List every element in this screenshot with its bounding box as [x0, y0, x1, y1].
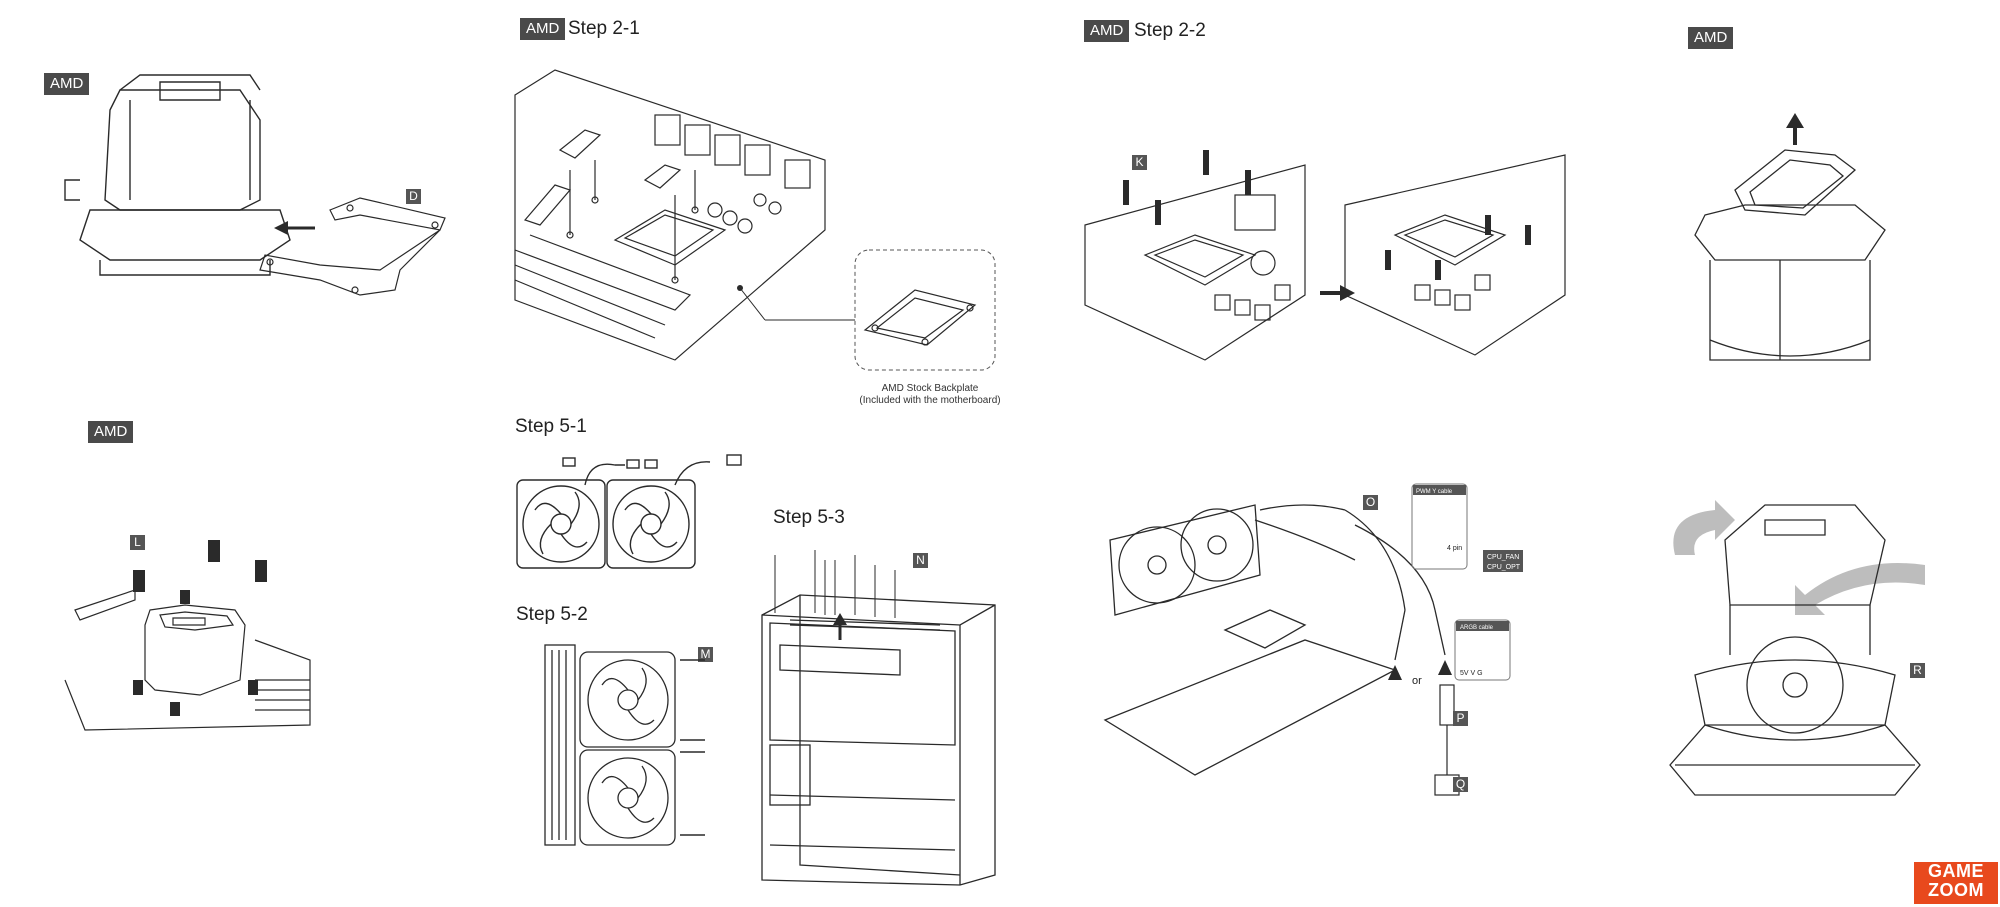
argb-cable-label: ARGB cable: [1460, 625, 1494, 631]
caption-line-2: (Included with the motherboard): [859, 395, 1001, 406]
step-2-2-standoff-illustration: [1084, 150, 1566, 361]
backplate-caption: AMD Stock Backplate (Included with the m…: [845, 383, 1015, 407]
part-letter-p: P: [1453, 711, 1468, 726]
gamezoom-logo: GAME ZOOM: [1914, 862, 1998, 904]
pump-removal-illustration: [1694, 113, 1886, 361]
amd-badge-5: AMD: [88, 421, 134, 443]
pins-label: 5V V G: [1460, 670, 1483, 677]
amd-badge-1: AMD: [44, 73, 90, 95]
step-5-3-case-illustration: [761, 550, 996, 886]
part-letter-r: R: [1910, 663, 1925, 678]
step-5-1-title: Step 5-1: [515, 416, 587, 437]
step-5-2-title: Step 5-2: [516, 604, 588, 625]
part-letter-d: D: [406, 189, 421, 204]
part-letter-k: K: [1132, 155, 1147, 170]
logo-line-1: GAME: [1928, 861, 1984, 881]
amd-badge-3: AMD: [1084, 20, 1130, 42]
part-letter-m: M: [698, 647, 713, 662]
step-2-2-title: Step 2-2: [1134, 20, 1206, 41]
pwm-cable-label: PWM Y cable: [1416, 489, 1453, 495]
cpu-opt-label: CPU_OPT: [1487, 564, 1521, 571]
amd-badge-4: AMD: [1688, 27, 1734, 49]
pump-mount-screw-illustration: [64, 540, 311, 731]
amd-badge-2: AMD: [520, 18, 566, 40]
step-2-1-title: Step 2-1: [568, 18, 640, 39]
or-label: or: [1412, 675, 1422, 687]
pump-bracket-illustration: [64, 74, 446, 296]
cable-connection-illustration: or PWM Y cable 4 pin CPU_FAN CPU_OPT ARG…: [1103, 483, 1523, 796]
step-5-2-radiator-illustration: [544, 644, 705, 846]
step-2-1-motherboard-illustration: [514, 69, 996, 371]
step-5-3-title: Step 5-3: [773, 507, 845, 528]
step-5-1-fans-illustration: [516, 454, 742, 569]
part-letter-n: N: [913, 553, 928, 568]
part-letter-o: O: [1363, 495, 1378, 510]
part-letter-l: L: [130, 535, 145, 550]
cpu-fan-label: CPU_FAN: [1487, 554, 1519, 561]
caption-line-1: AMD Stock Backplate: [881, 383, 979, 394]
pump-rotate-illustration: [1669, 500, 1925, 796]
logo-line-2: ZOOM: [1928, 880, 1984, 900]
part-letter-q: Q: [1453, 777, 1468, 792]
four-pin-label: 4 pin: [1447, 545, 1462, 552]
